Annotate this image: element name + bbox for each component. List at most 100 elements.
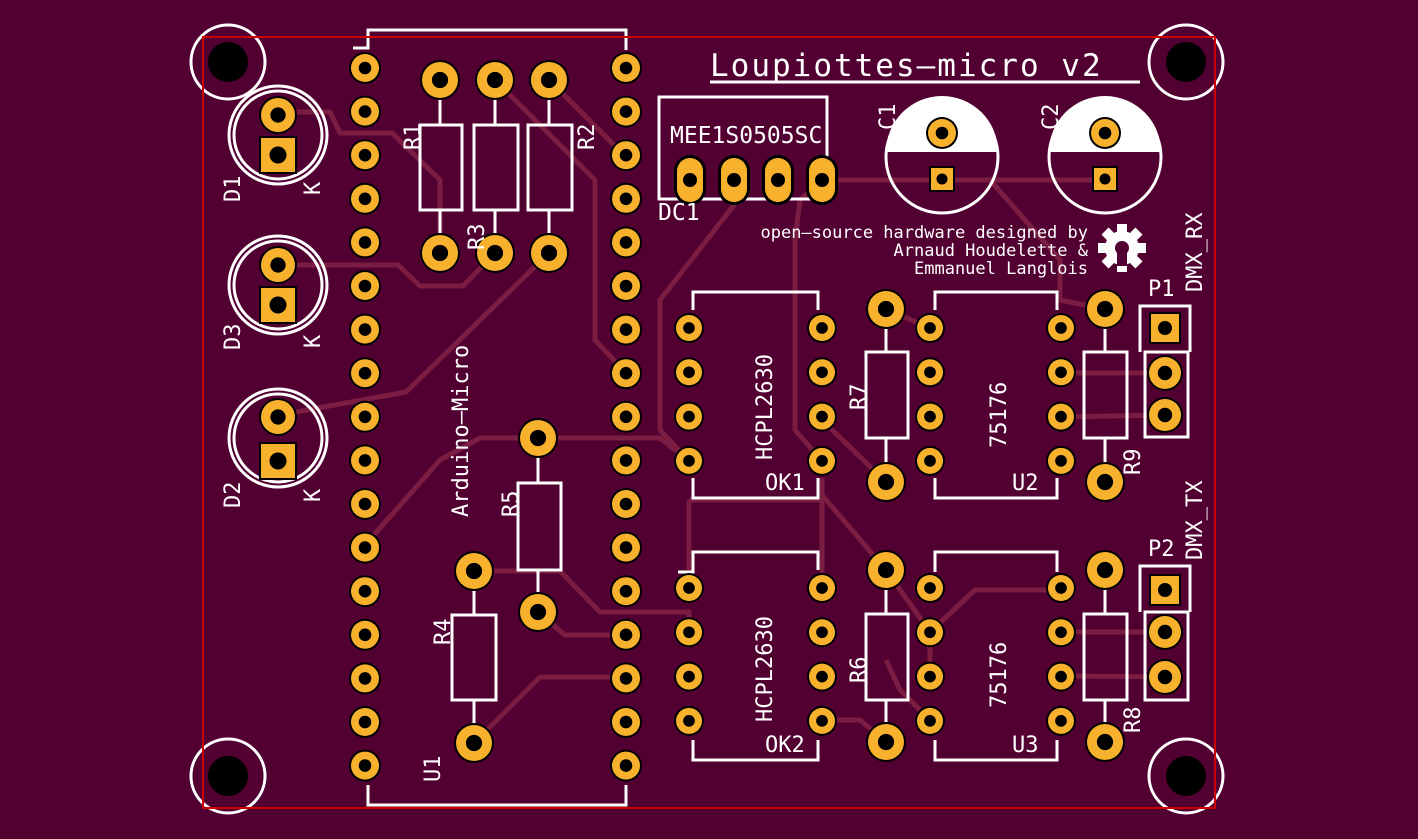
d2-cathode-label: K [301, 488, 326, 502]
trace [493, 78, 628, 375]
u1-pin [349, 95, 381, 128]
p1-pin [1147, 355, 1183, 391]
ok1-label: OK1 [765, 471, 805, 496]
ic-pin [915, 313, 945, 343]
p1-pin [1147, 397, 1183, 433]
resistor-pad [518, 592, 558, 632]
led-anode-pad [259, 246, 297, 284]
leds [227, 84, 329, 489]
u1-pin [349, 357, 381, 390]
p1-value: DMX_RX [1183, 212, 1208, 292]
u2-value: 75176 [987, 382, 1012, 448]
r1-label: R1 [401, 124, 426, 151]
pads [259, 52, 1183, 782]
u1-pin [349, 139, 381, 172]
u1-pin [349, 706, 381, 738]
led-anode-pad [259, 398, 297, 436]
ic-pin [807, 573, 837, 603]
resistor-pad [1085, 462, 1125, 502]
board-title: Loupiottes—micro v2 [710, 48, 1103, 84]
ic-pin [674, 445, 704, 476]
c1-label: C1 [876, 104, 901, 131]
credit-line-2: Arnaud Houdelette & [894, 241, 1089, 261]
ok2-label: OK2 [765, 733, 805, 758]
r2-label: R2 [575, 124, 600, 151]
ic-pin [915, 357, 945, 388]
u2-outline [933, 290, 1059, 310]
ic-pin [915, 573, 945, 603]
mounting-hole [1147, 23, 1225, 101]
resistor-pad [475, 233, 515, 273]
trace [363, 435, 691, 547]
trace [296, 251, 497, 289]
r8-label: R8 [1121, 707, 1146, 734]
resistor-pad [866, 722, 906, 762]
u1-pin [349, 749, 381, 782]
led-outline [227, 84, 329, 186]
d1-cathode-label: K [301, 181, 326, 195]
ic-pin [915, 401, 945, 432]
u1-pin [349, 575, 381, 608]
p1-outline [1143, 350, 1190, 439]
resistor-pad [866, 289, 906, 329]
u1-pin [610, 662, 642, 695]
trace [295, 251, 551, 415]
p2-pin [1147, 614, 1183, 650]
ic-pin [674, 357, 704, 388]
trace [296, 109, 443, 253]
u2-label: U2 [1012, 471, 1039, 496]
u1-pin [349, 531, 381, 564]
u1-pin [349, 662, 381, 695]
led-outline [227, 387, 329, 489]
p1-pin-1 [1149, 312, 1181, 344]
ic-pin [915, 445, 945, 476]
resistor-pad [454, 551, 494, 591]
ic-pin [915, 661, 945, 692]
ic-pin [1046, 573, 1076, 603]
capacitor-pad [926, 117, 958, 149]
d2-label: D2 [221, 482, 246, 509]
u3-outline [933, 550, 1059, 572]
u1-pin [610, 182, 642, 215]
trace [819, 478, 888, 583]
ic-pin [915, 705, 945, 736]
p2-outline [1143, 610, 1190, 702]
u1-pin [349, 618, 381, 651]
u1-pin [349, 400, 381, 433]
u1-pin [610, 706, 642, 738]
ok2-outline [691, 740, 820, 762]
ic-pin [674, 401, 704, 432]
dc1-pin [806, 155, 838, 205]
ic-pin [807, 357, 837, 388]
resistor-pad [1085, 289, 1125, 329]
u1-value: Arduino—Micro [449, 345, 474, 517]
ic-pin [807, 401, 837, 432]
resistor-pad [475, 60, 515, 100]
u1-pin [349, 488, 381, 520]
r5-label: R5 [499, 491, 524, 518]
led-outline [227, 234, 329, 336]
trace [472, 674, 626, 745]
u1-pin [610, 313, 642, 346]
ic-pin [1046, 705, 1076, 736]
ic-pin [1046, 313, 1076, 343]
ok1-value: HCPL2630 [753, 354, 778, 460]
u1-pin [610, 139, 642, 172]
ic-pin [674, 573, 704, 603]
ic-pin [674, 617, 704, 648]
led-cathode-pad [259, 286, 297, 324]
ic-pin [1046, 617, 1076, 648]
ic-pin [807, 445, 837, 476]
traces [295, 78, 1166, 745]
p1-label: P1 [1148, 277, 1175, 302]
resistor-pad [866, 550, 906, 590]
p2-pin [1147, 659, 1183, 695]
dc1-value: MEE1S0505SC [670, 123, 822, 149]
u1-pin [349, 444, 381, 477]
u1-pin [349, 52, 381, 84]
ic-pin [1046, 401, 1076, 432]
u1-pin [610, 618, 642, 651]
mounting-holes [189, 23, 1225, 815]
ok1-outline [691, 290, 820, 310]
u1-pin [349, 270, 381, 302]
